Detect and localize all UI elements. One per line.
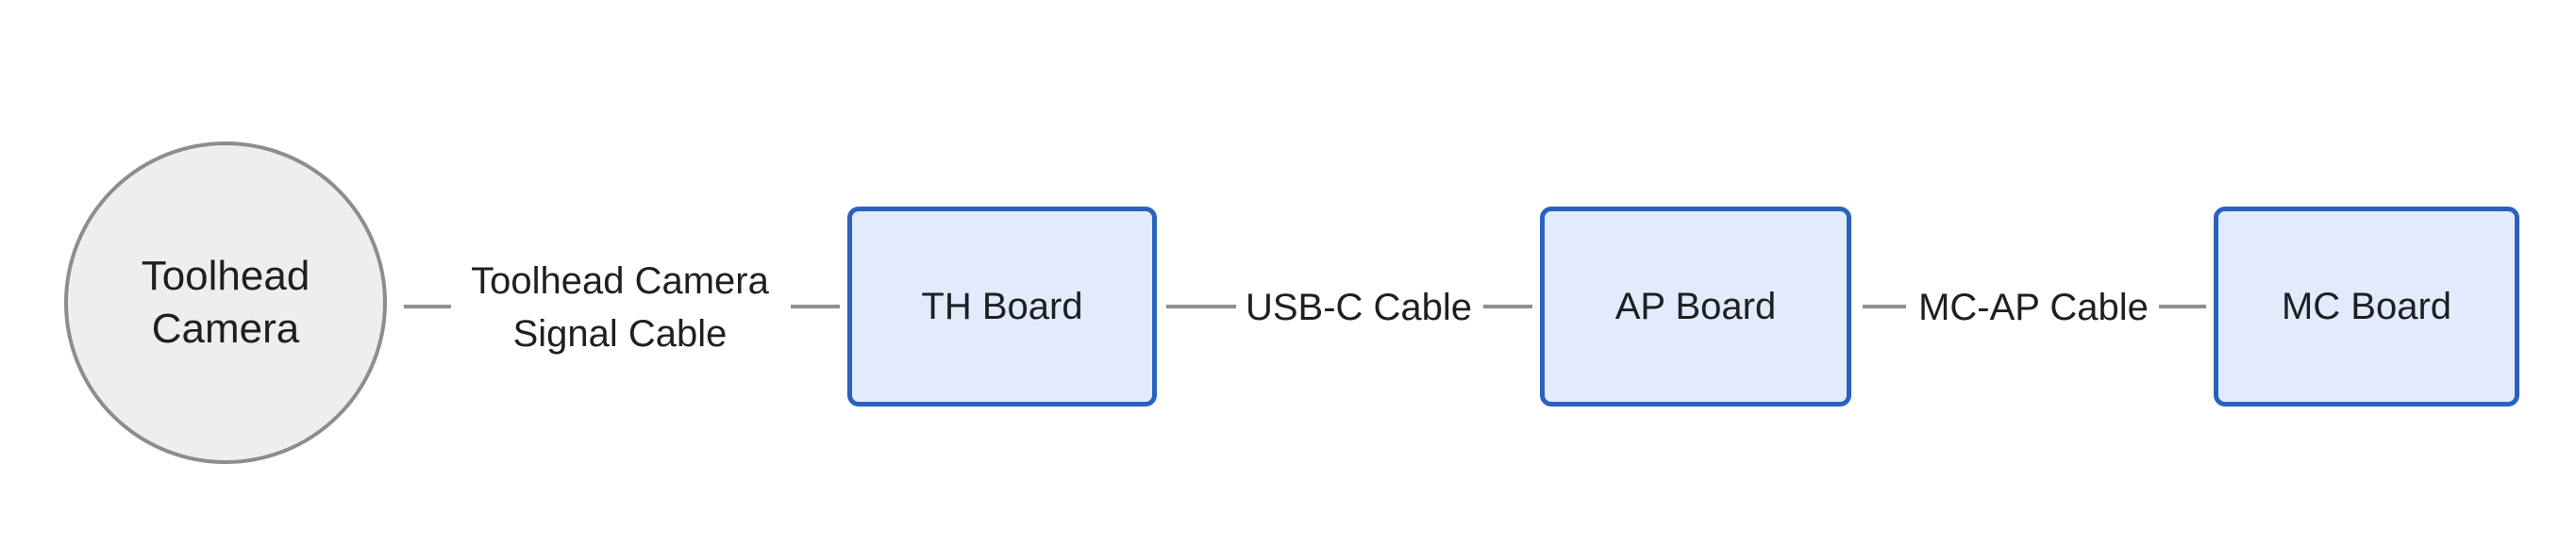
edge-label-usbc-cable: USB-C Cable bbox=[1245, 287, 1473, 328]
connector-mcap-left bbox=[1863, 305, 1906, 308]
th-board-node: TH Board bbox=[847, 207, 1157, 407]
connector-usbc-right bbox=[1483, 305, 1532, 308]
edge-label-camera-signal-cable: Toolhead Camera Signal Cable bbox=[471, 260, 769, 355]
connector-camera-right bbox=[791, 305, 840, 308]
edge-label-mcap-cable: MC-AP Cable bbox=[1918, 287, 2149, 328]
connector-camera-left bbox=[404, 305, 451, 308]
connector-mcap-right bbox=[2159, 305, 2206, 308]
connector-usbc-left bbox=[1166, 305, 1236, 308]
ap-board-label: AP Board bbox=[1614, 285, 1777, 327]
ap-board-node: AP Board bbox=[1540, 207, 1851, 407]
toolhead-camera-node: Toolhead Camera bbox=[64, 141, 387, 464]
mc-board-node: MC Board bbox=[2214, 207, 2519, 407]
mc-board-label: MC Board bbox=[2281, 285, 2452, 327]
th-board-label: TH Board bbox=[921, 285, 1083, 327]
toolhead-camera-label: Toolhead Camera bbox=[141, 253, 310, 352]
